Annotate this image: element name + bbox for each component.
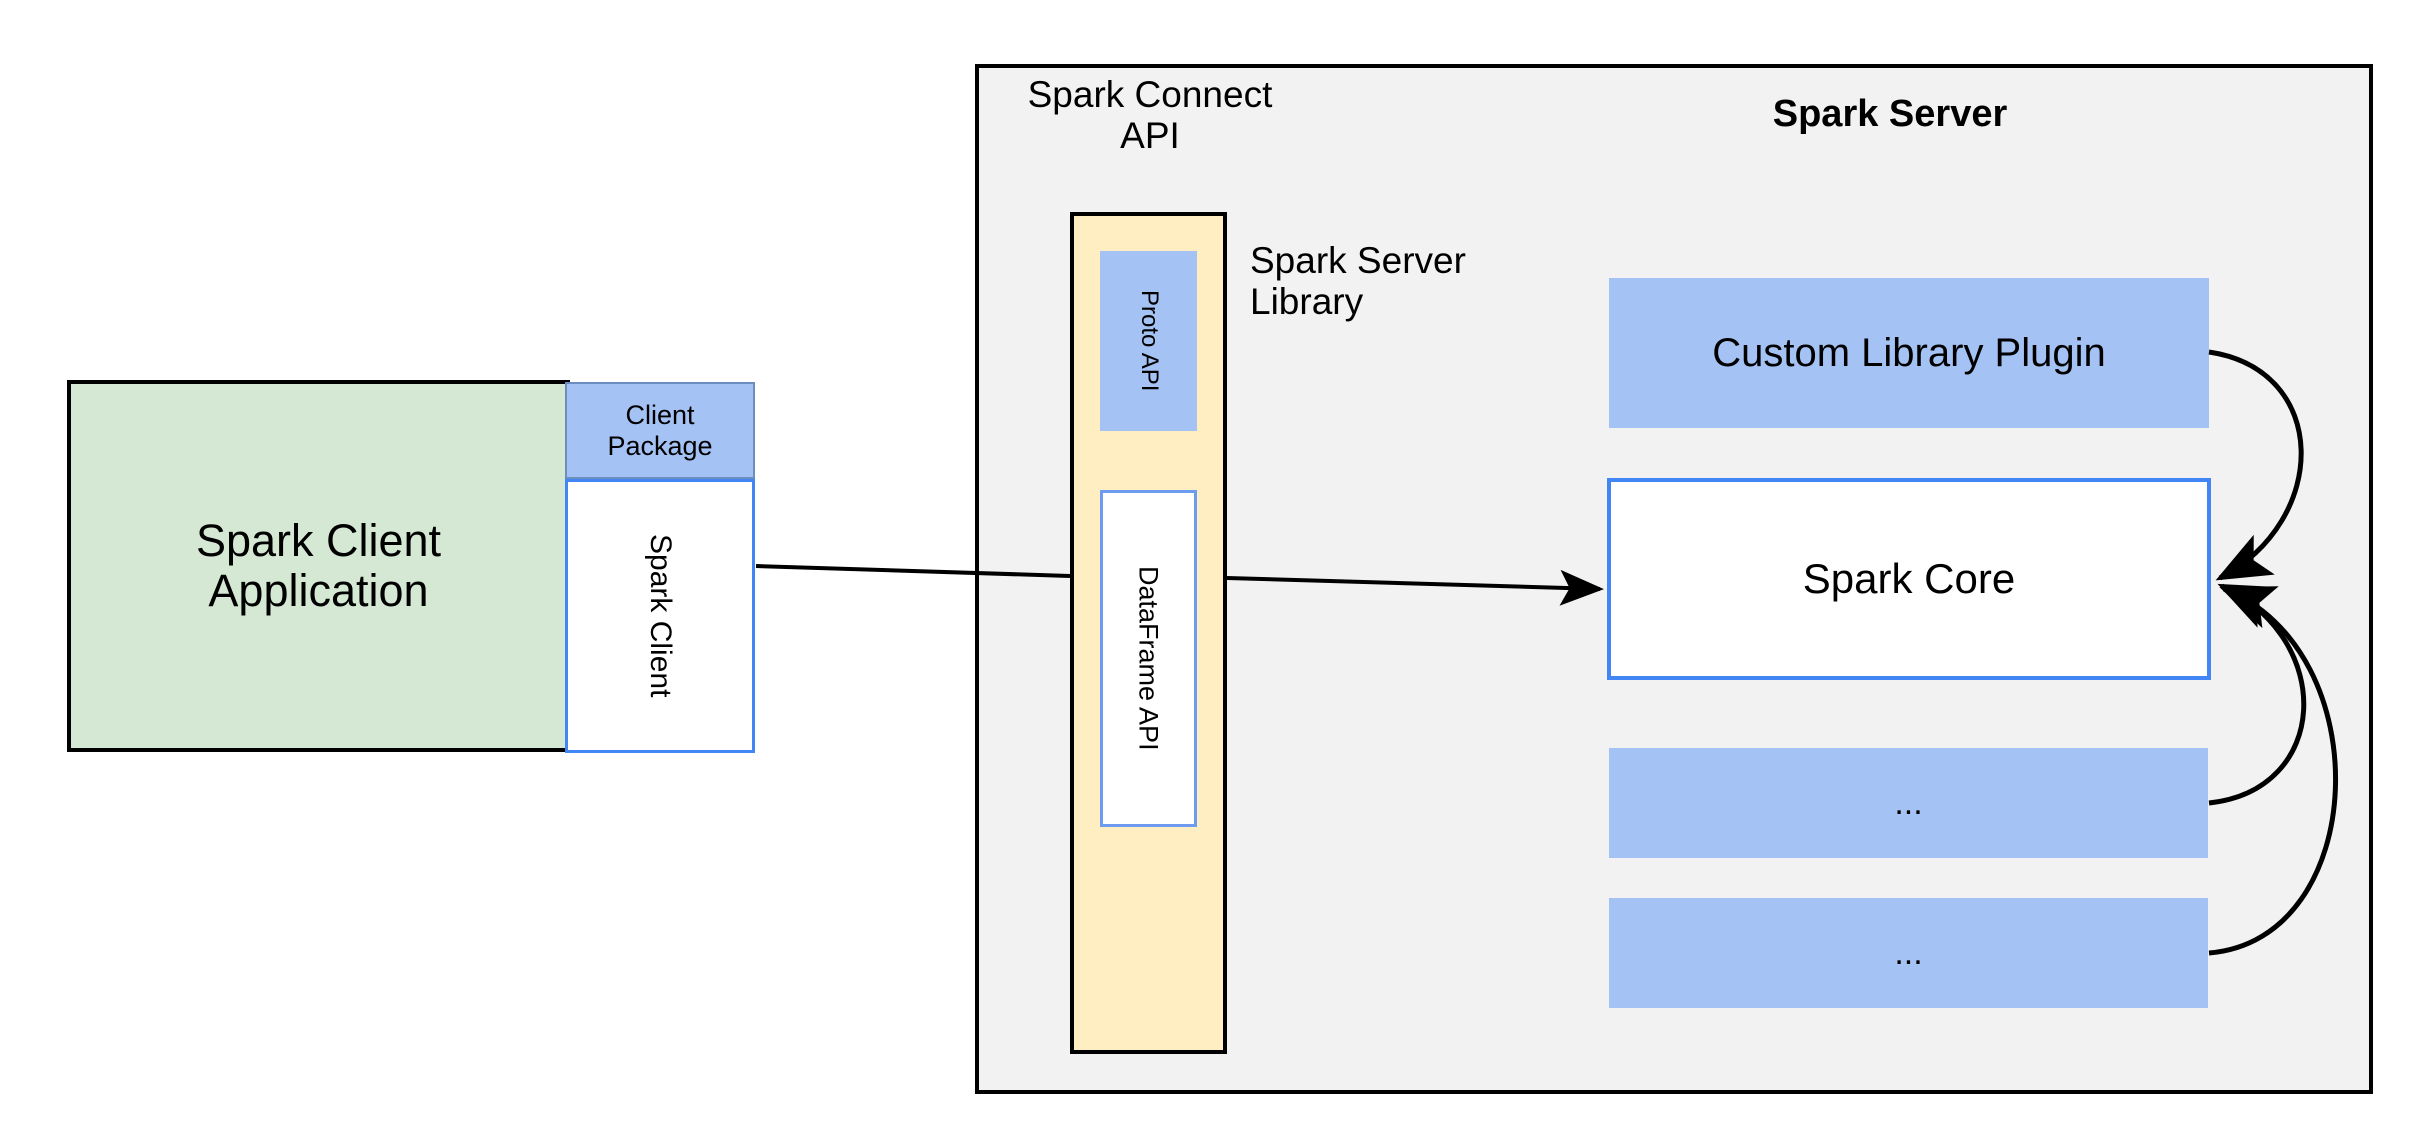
ellipsis-box-1: ... xyxy=(1609,748,2208,858)
dataframe-api-label: DataFrame API xyxy=(1133,566,1164,751)
spark-server-title: Spark Server xyxy=(1772,92,2008,135)
client-package-label-line1: Client xyxy=(625,400,695,431)
proto-api-label: Proto API xyxy=(1135,290,1163,392)
client-package-box: Client Package xyxy=(565,382,755,479)
client-package-label-line2: Package xyxy=(607,430,713,461)
ellipsis-box-2: ... xyxy=(1609,898,2208,1008)
spark-client-application-label-line2: Application xyxy=(208,565,429,616)
proto-api-box: Proto API xyxy=(1100,251,1197,431)
spark-connect-api-label-line2: API xyxy=(1120,115,1180,157)
spark-connect-api-label: Spark Connect API xyxy=(1010,70,1290,160)
custom-library-plugin-box: Custom Library Plugin xyxy=(1609,278,2209,428)
spark-client-application-label-line1: Spark Client xyxy=(195,514,442,566)
spark-client-label: Spark Client xyxy=(643,534,677,698)
spark-client-application-box: Spark Client Application xyxy=(67,380,570,752)
spark-connect-api-label-line1: Spark Connect xyxy=(1027,74,1273,115)
spark-server-library-label: Spark Server Library xyxy=(1250,240,1540,340)
spark-server-library-label-line2: Library xyxy=(1250,281,1364,323)
dataframe-api-box: DataFrame API xyxy=(1100,490,1197,827)
spark-client-box: Spark Client xyxy=(565,479,755,753)
spark-core-box: Spark Core xyxy=(1607,478,2211,680)
spark-server-library-label-line1: Spark Server xyxy=(1250,240,1466,281)
